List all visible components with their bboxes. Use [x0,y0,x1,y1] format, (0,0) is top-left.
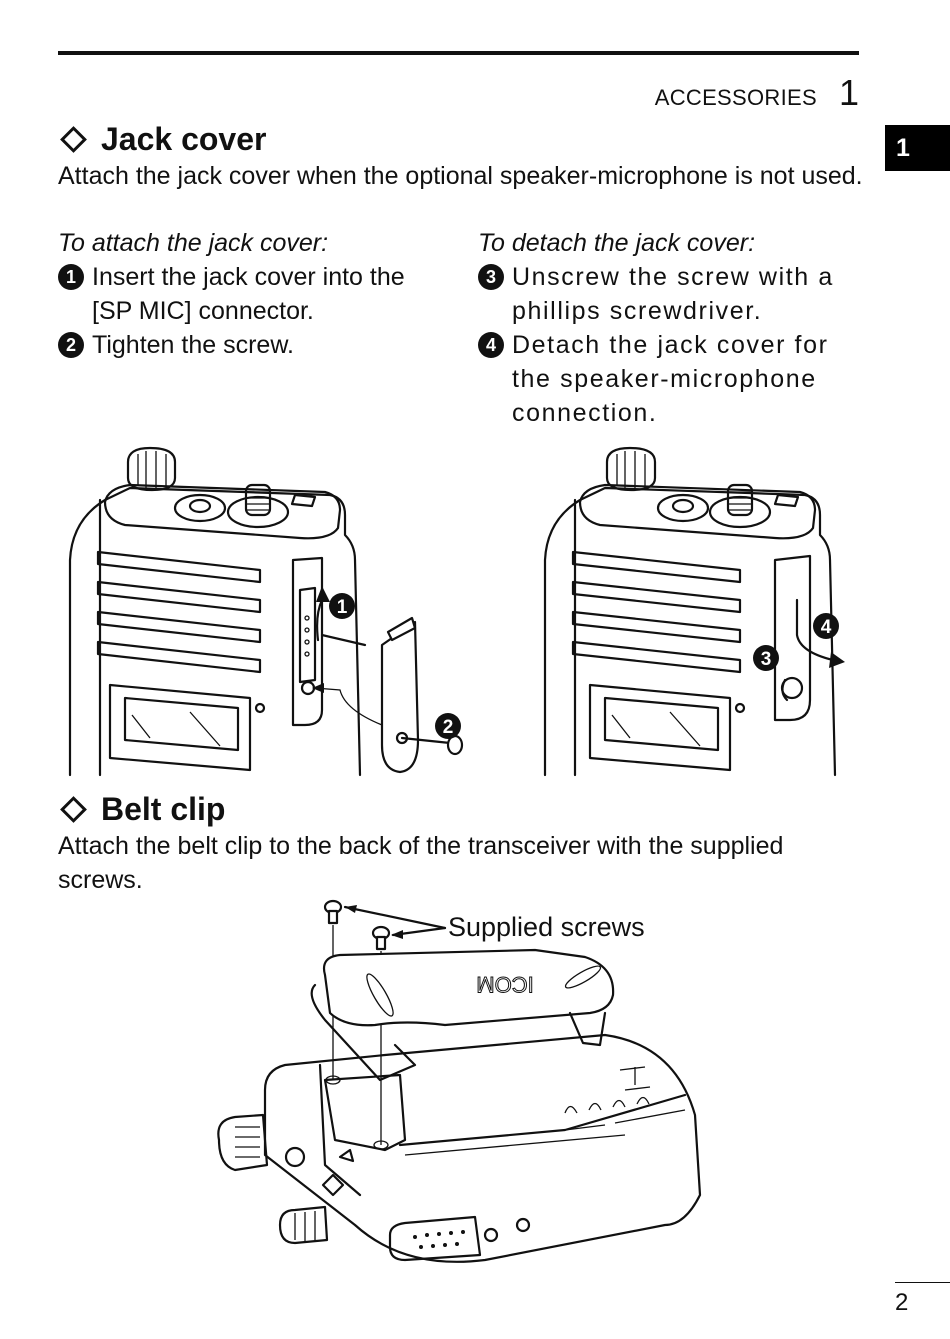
belt-clip-heading: Belt clip [58,791,225,828]
page-number: 2 [895,1289,909,1316]
chapter-tab[interactable]: 1 [885,125,950,171]
jack-cover-intro: Attach the jack cover when the optional … [58,162,863,190]
belt-clip-intro: Attach the belt clip to the back of the … [58,832,784,894]
step-2: 2 Tighten the screw. [58,328,443,362]
detach-instructions: To detach the jack cover: 3 Unscrew the … [478,226,863,430]
callout-badge-3 [753,645,779,671]
callout-badge-2 [435,713,461,739]
insert-arrow [316,598,324,642]
step-4: 4 Detach the jack cover for the speaker-… [478,328,863,430]
step-1: 1 Insert the jack cover into the [SP MIC… [58,260,443,328]
step-text: Tighten the screw. [92,331,294,359]
radio-body-drawing [68,446,362,777]
icom-logo: ICOM [476,972,533,997]
callout-label: 3 [761,649,772,670]
belt-clip-part: ICOM [310,948,615,1082]
callout-label: 1 [337,597,348,618]
screw-icon [323,899,343,925]
callout-label: 2 [443,717,454,738]
detach-jack-cover-illustration: 4 3 [543,446,845,777]
footer-rule [895,1282,950,1283]
belt-clip-title: Belt clip [101,791,226,827]
callout-badge-4 [813,613,839,639]
running-header: ACCESSORIES 1 [655,72,859,114]
callout-label: 4 [821,617,832,638]
attach-subheading: To attach the jack cover: [58,229,329,257]
callout-badge-1 [329,593,355,619]
supplied-screws-label: Supplied screws [448,912,645,942]
belt-clip-illustration: ICOM [217,899,702,1263]
section-title: ACCESSORIES [654,85,817,110]
screw-leader-line [314,687,383,726]
screw-shaft [400,736,452,745]
step-text: Unscrew the screw with a phillips screwd… [512,263,834,325]
jack-cover-part [380,616,420,774]
attach-instructions: To attach the jack cover: 1 Insert the j… [58,226,443,362]
step-badge: 1 [58,264,84,290]
step-text: Insert the jack cover into the [SP MIC] … [92,263,405,325]
attach-jack-cover-illustration: 1 2 [68,446,464,777]
step-3: 3 Unscrew the screw with a phillips scre… [478,260,863,328]
jack-cover-title: Jack cover [101,121,267,157]
label-leader [343,905,447,930]
detach-arrowhead [829,652,845,668]
unscrew-arrow [781,678,789,702]
step-badge: 4 [478,332,504,358]
insert-arrowhead [316,586,330,602]
detach-arrow [795,598,835,662]
step-text: Detach the jack cover for the speaker-mi… [512,331,829,427]
jack-cover-heading: Jack cover [58,121,266,158]
radio-body-drawing [543,446,837,777]
step-badge: 2 [58,332,84,358]
detach-subheading: To detach the jack cover: [478,229,756,257]
chapter-number: 1 [838,72,859,113]
step-badge: 3 [478,264,504,290]
diamond-bullet-icon [60,796,87,823]
screw-icon [371,925,391,951]
radio-body-drawing [217,1033,702,1263]
diamond-bullet-icon [60,126,87,153]
header-rule [58,51,859,55]
